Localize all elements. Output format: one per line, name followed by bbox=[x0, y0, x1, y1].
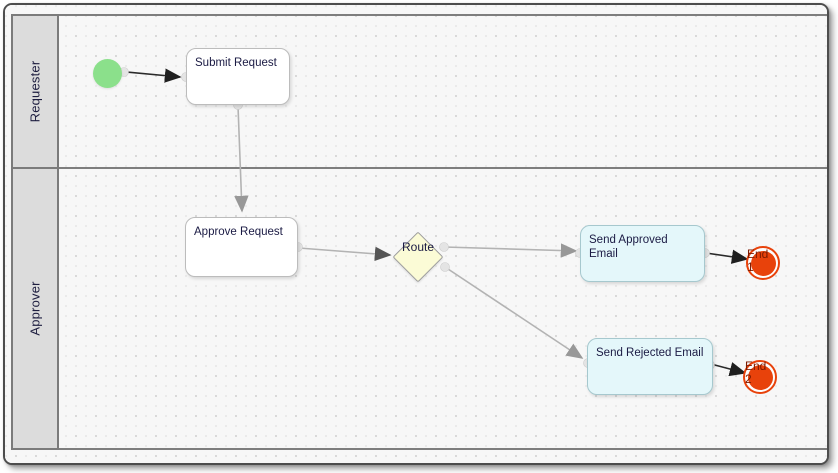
end-event-ring bbox=[743, 360, 777, 394]
task-label: Submit Request bbox=[195, 57, 277, 69]
end-event-ring bbox=[746, 246, 780, 280]
gateway-label: Route bbox=[401, 240, 435, 254]
start-event[interactable] bbox=[93, 59, 122, 88]
flow-edge-start-to-submit[interactable] bbox=[125, 68, 182, 83]
flow-edge-submit-to-approve[interactable] bbox=[234, 105, 249, 213]
end-event-label: End 1 bbox=[747, 247, 769, 274]
end-event-label: End 2 bbox=[745, 359, 767, 386]
task-label: Send Approved Email bbox=[589, 234, 668, 260]
task-send-approved-email[interactable]: Send Approved Email bbox=[580, 225, 705, 282]
flow-edge-approve-to-route[interactable] bbox=[298, 246, 392, 262]
task-label: Approve Request bbox=[194, 226, 283, 238]
flow-edge-approved-to-end1[interactable] bbox=[705, 249, 749, 264]
lane-header-approver[interactable]: Approver bbox=[11, 167, 59, 450]
gateway-route[interactable]: Route bbox=[392, 231, 444, 283]
pool-bottom-border bbox=[11, 448, 827, 450]
pool-top-border bbox=[11, 14, 827, 16]
end-event-1[interactable]: End 1 bbox=[746, 246, 780, 280]
lane-header-requester[interactable]: Requester bbox=[11, 14, 59, 169]
end-event-core bbox=[750, 250, 776, 276]
end-event-core bbox=[747, 364, 773, 390]
flow-edge-route-to-rejected[interactable] bbox=[444, 266, 584, 359]
task-submit-request[interactable]: Submit Request bbox=[186, 48, 290, 105]
task-send-rejected-email[interactable]: Send Rejected Email bbox=[587, 338, 713, 395]
lane-divider bbox=[11, 167, 827, 169]
flow-edge-route-to-approved[interactable] bbox=[443, 243, 578, 258]
flow-edge-rejected-to-end2[interactable] bbox=[710, 362, 747, 377]
end-event-2[interactable]: End 2 bbox=[743, 360, 777, 394]
diagram-canvas[interactable]: Requester Approver bbox=[5, 5, 827, 463]
diagram-window: Requester Approver bbox=[3, 3, 829, 465]
task-approve-request[interactable]: Approve Request bbox=[185, 217, 298, 277]
task-label: Send Rejected Email bbox=[596, 347, 704, 359]
